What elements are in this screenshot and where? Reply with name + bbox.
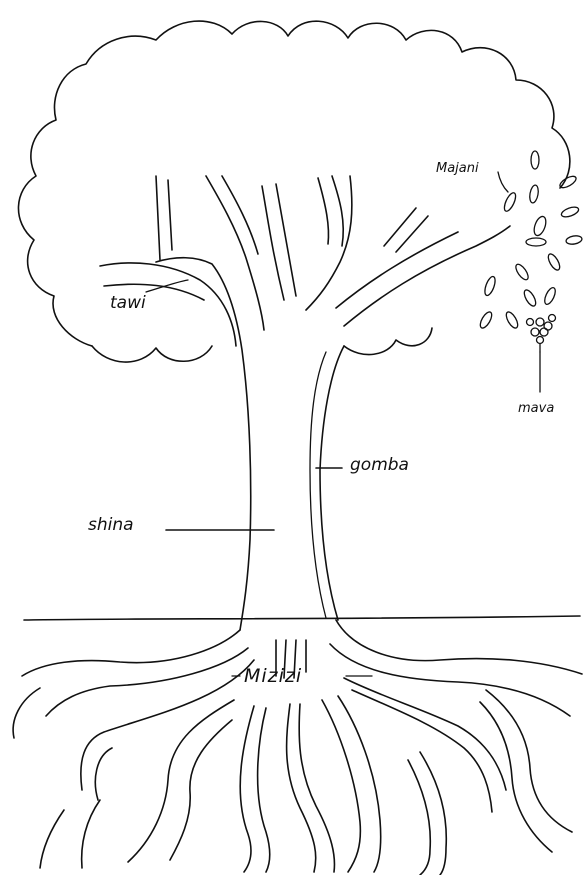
branch-left-upper bbox=[156, 176, 172, 260]
branch-right-long-2 bbox=[336, 232, 458, 308]
label-majani: Majani bbox=[436, 161, 479, 176]
leaf bbox=[560, 205, 580, 219]
pointer-majani bbox=[498, 172, 508, 192]
leaf bbox=[546, 252, 562, 272]
branch-middle-right-2 bbox=[332, 176, 343, 246]
leaf bbox=[526, 238, 546, 246]
branch-right-short bbox=[384, 208, 428, 252]
roots bbox=[13, 620, 582, 875]
branch-middle-right bbox=[318, 178, 329, 244]
trunk-right-edge bbox=[320, 346, 344, 620]
leaf bbox=[502, 191, 518, 213]
flower-icon bbox=[527, 315, 556, 353]
canopy-outline bbox=[18, 21, 569, 346]
leaf-cluster bbox=[478, 151, 583, 330]
label-maua: mava bbox=[518, 401, 554, 416]
leaf bbox=[522, 288, 538, 308]
leaf bbox=[478, 310, 494, 330]
ground-line bbox=[24, 616, 580, 620]
branch-right-long bbox=[344, 226, 510, 326]
branch-right-upper bbox=[306, 176, 352, 310]
label-mizizi: Mizizi bbox=[244, 665, 302, 687]
leaf bbox=[565, 235, 582, 246]
canopy-outline-bottom-left bbox=[92, 346, 212, 362]
leaf bbox=[543, 286, 558, 306]
leaf bbox=[528, 184, 539, 203]
bark-line bbox=[310, 352, 326, 618]
branch-middle-center bbox=[262, 186, 284, 300]
label-gomba: gomba bbox=[350, 455, 409, 475]
label-shina: shina bbox=[88, 515, 134, 535]
canopy-outline-bottom-right bbox=[344, 328, 432, 355]
leaf bbox=[514, 262, 531, 281]
trunk-left-edge bbox=[156, 258, 251, 630]
label-tawi: tawi bbox=[110, 293, 146, 313]
leaf bbox=[483, 275, 497, 297]
leaf bbox=[504, 310, 520, 330]
leaf bbox=[531, 151, 539, 169]
leaf bbox=[532, 215, 548, 237]
